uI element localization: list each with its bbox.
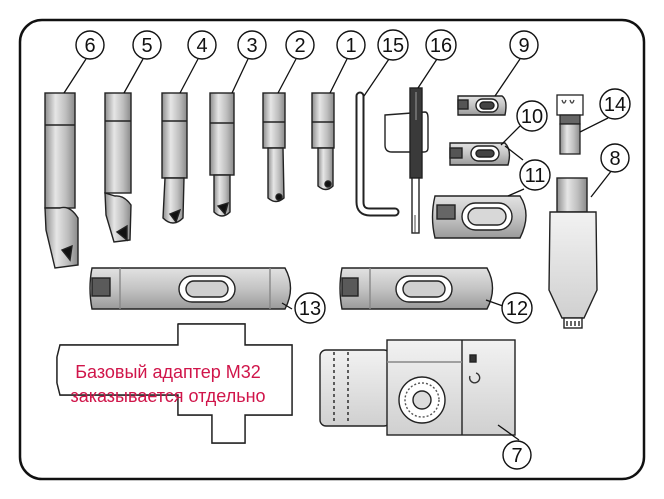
callout-14: 14 — [599, 88, 631, 120]
t-wrench-16 — [384, 87, 429, 234]
clamp-block-11 — [431, 195, 527, 239]
callout-1: 1 — [336, 30, 366, 60]
svg-text:12: 12 — [506, 298, 528, 320]
adapter-8 — [548, 177, 598, 329]
boring-bar-1 — [311, 92, 335, 191]
boring-bar-3 — [209, 92, 235, 217]
callout-16: 16 — [425, 29, 457, 61]
clamp-bar-12 — [339, 267, 494, 310]
svg-text:5: 5 — [141, 35, 152, 57]
svg-text:1: 1 — [345, 35, 356, 57]
callout-6: 6 — [75, 30, 105, 60]
note-line-1: Базовый адаптер M32 — [75, 362, 261, 382]
callout-9: 9 — [509, 30, 539, 60]
clamp-block-9 — [457, 95, 507, 116]
callout-13: 13 — [294, 292, 326, 324]
svg-text:6: 6 — [84, 35, 95, 57]
svg-text:16: 16 — [430, 35, 452, 57]
clamp-block-10 — [449, 142, 511, 166]
svg-text:8: 8 — [609, 148, 620, 170]
callout-5: 5 — [132, 30, 162, 60]
callout-3: 3 — [237, 30, 267, 60]
insert-holder-14 — [556, 94, 584, 155]
svg-text:3: 3 — [246, 35, 257, 57]
callout-11: 11 — [519, 159, 551, 191]
callout-4: 4 — [187, 30, 217, 60]
boring-bar-5 — [104, 92, 132, 243]
leader-lines — [63, 58, 613, 441]
boring-bar-4 — [161, 92, 188, 224]
svg-text:4: 4 — [196, 35, 207, 57]
boring-bar-6 — [44, 92, 79, 269]
boring-head-7 — [319, 339, 516, 436]
svg-text:7: 7 — [511, 445, 522, 467]
callout-2: 2 — [285, 30, 315, 60]
svg-text:9: 9 — [518, 35, 529, 57]
note-line-2: заказывается отдельно — [70, 386, 265, 406]
callout-15: 15 — [377, 29, 409, 61]
svg-text:10: 10 — [521, 106, 543, 128]
callout-10: 10 — [516, 100, 548, 132]
svg-text:11: 11 — [525, 165, 546, 187]
clamp-bar-13 — [89, 267, 292, 310]
svg-text:15: 15 — [382, 35, 404, 57]
svg-text:14: 14 — [604, 94, 626, 116]
boring-bar-2 — [262, 92, 286, 203]
callout-8: 8 — [600, 143, 630, 173]
svg-text:2: 2 — [294, 35, 305, 57]
callout-7: 7 — [502, 440, 532, 470]
callout-12: 12 — [501, 292, 533, 324]
svg-text:13: 13 — [299, 298, 321, 320]
